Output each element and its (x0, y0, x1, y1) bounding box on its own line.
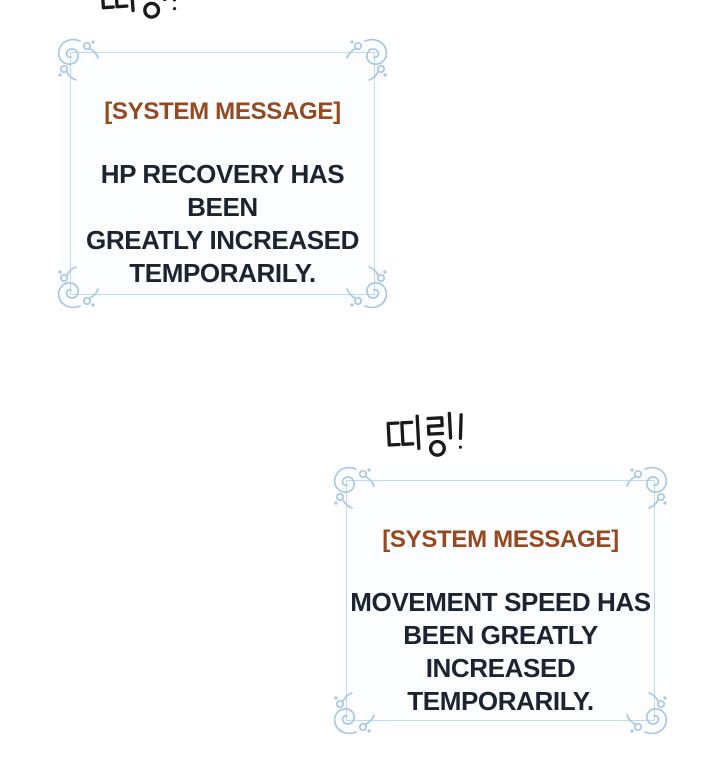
message-line: BEEN GREATLY (403, 620, 598, 650)
corner-flourish-icon (330, 691, 376, 737)
message-content: [SYSTEM MESSAGE] HP RECOVERY HAS BEEN GR… (60, 42, 385, 290)
message-line: GREATLY INCREASED (86, 225, 359, 255)
system-message-body: MOVEMENT SPEED HAS BEEN GREATLY INCREASE… (350, 586, 651, 718)
system-message-panel: [SYSTEM MESSAGE] HP RECOVERY HAS BEEN GR… (57, 38, 388, 309)
message-line: TEMPORARILY. (129, 258, 316, 288)
corner-flourish-icon (625, 464, 671, 510)
system-message-title: [SYSTEM MESSAGE] (104, 98, 341, 125)
message-line: TEMPORARILY. (407, 686, 594, 716)
corner-flourish-icon (330, 464, 376, 510)
corner-flourish-icon (54, 265, 100, 311)
corner-flourish-icon (345, 265, 391, 311)
system-message-title: [SYSTEM MESSAGE] (382, 526, 619, 553)
message-content: [SYSTEM MESSAGE] MOVEMENT SPEED HAS BEEN… (336, 470, 665, 718)
corner-flourish-icon (345, 36, 391, 82)
system-message-body: HP RECOVERY HAS BEEN GREATLY INCREASED T… (74, 158, 371, 290)
message-line: INCREASED (425, 653, 576, 683)
sfx-ding-icon: 띠링! (98, 0, 189, 27)
sfx-ding-icon: 띠링! (385, 410, 475, 465)
corner-flourish-icon (54, 36, 100, 82)
message-line: MOVEMENT SPEED HAS (350, 587, 651, 617)
system-message-panel: [SYSTEM MESSAGE] MOVEMENT SPEED HAS BEEN… (333, 466, 668, 735)
corner-flourish-icon (625, 691, 671, 737)
message-line: HP RECOVERY HAS BEEN (100, 159, 345, 222)
